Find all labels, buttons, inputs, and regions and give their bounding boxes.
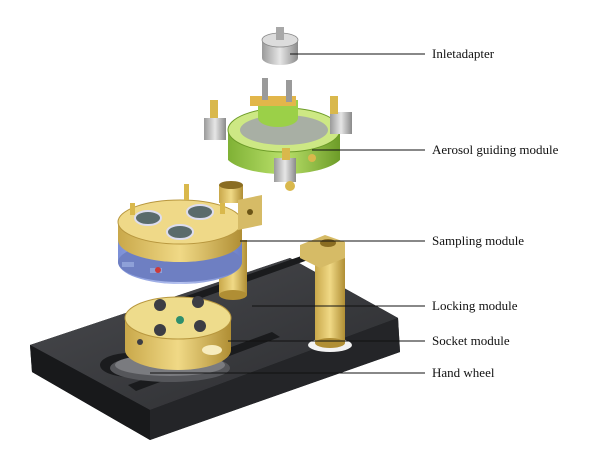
label-sampling-module: Sampling module: [432, 233, 524, 248]
label-socket-module: Socket module: [432, 333, 510, 348]
socket-module: [124, 296, 232, 370]
label-aerosol-guiding-module: Aerosol guiding module: [432, 142, 559, 157]
label-locking-module: Locking module: [432, 298, 518, 313]
sampling-module: [117, 184, 243, 284]
aerosol-guiding-module: [204, 78, 352, 191]
inlet-adapter: [261, 27, 299, 65]
right-pillar: [300, 235, 352, 352]
leader-lines: [150, 53, 425, 374]
locking-bracket: [219, 181, 262, 230]
label-hand-wheel: Hand wheel: [432, 365, 495, 380]
label-inlet-adapter: Inletadapter: [432, 46, 495, 61]
